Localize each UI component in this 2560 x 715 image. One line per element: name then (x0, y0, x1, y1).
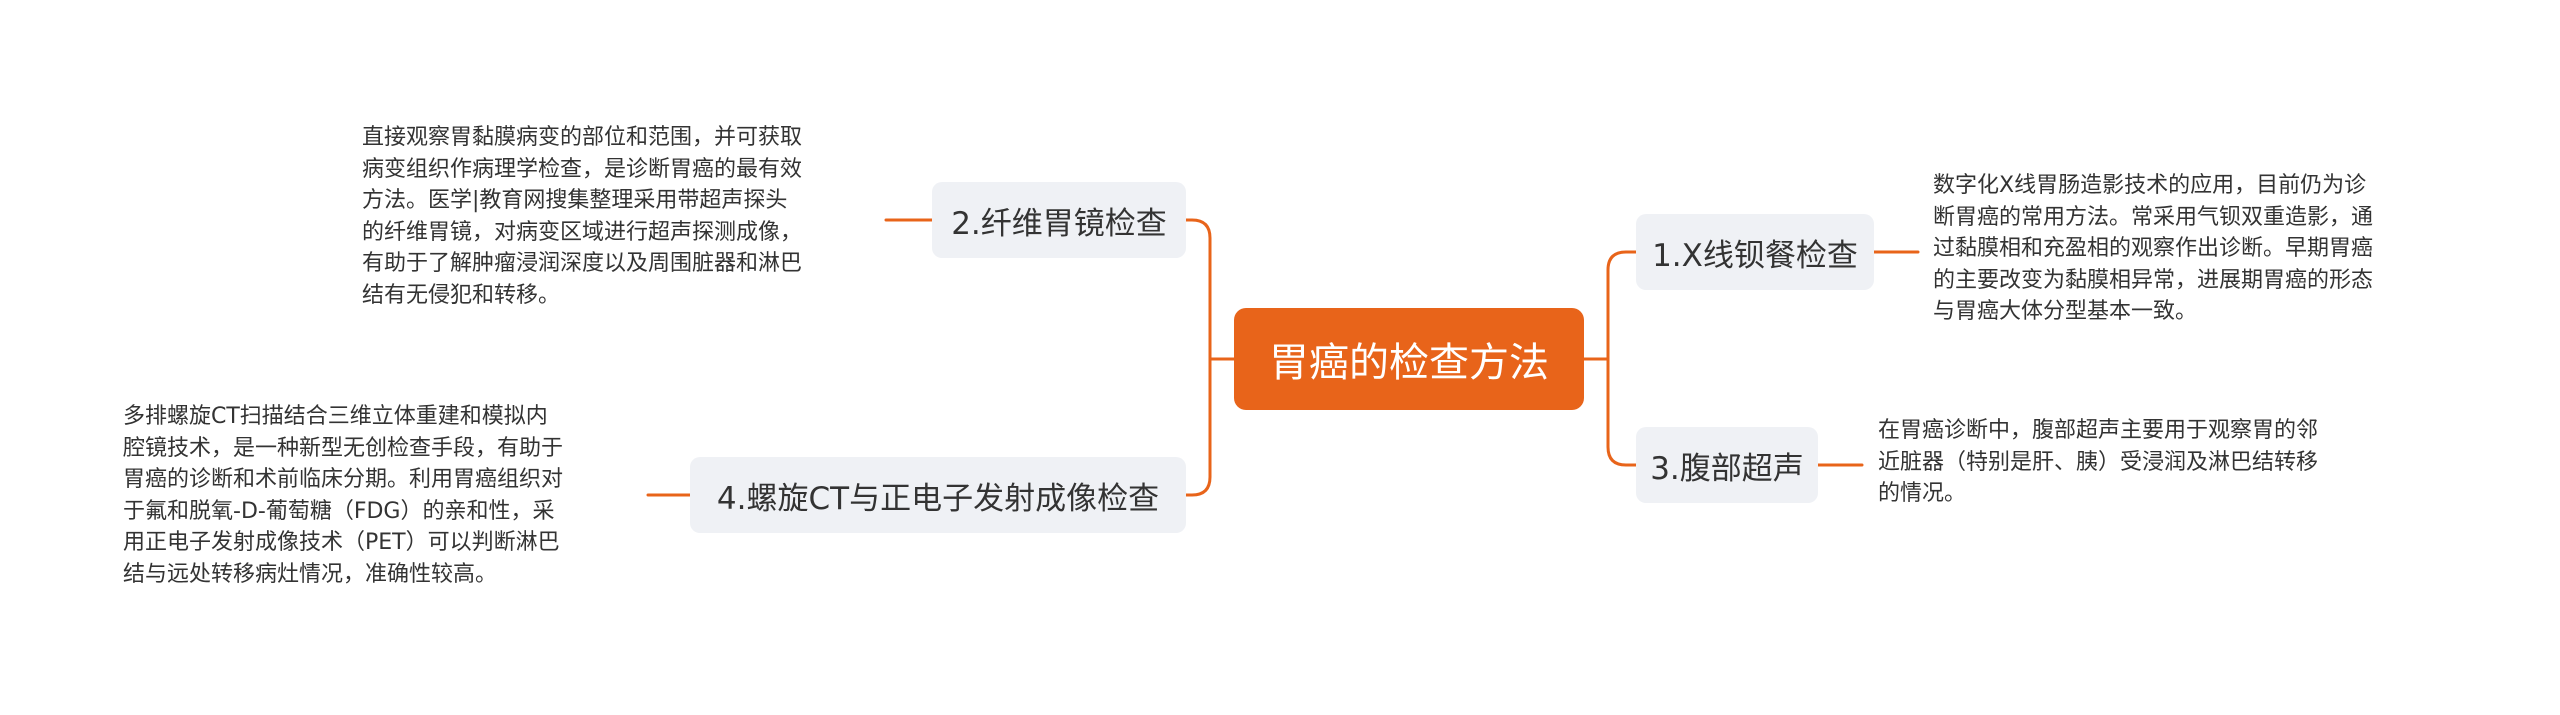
branch-abdominal-ultrasound[interactable]: 3.腹部超声 (1636, 427, 1818, 503)
root-node[interactable]: 胃癌的检查方法 (1234, 308, 1584, 410)
connector-root-to-branch-1 (1606, 250, 1638, 361)
connector-root-to-branch-2 (1184, 218, 1212, 361)
branch-xray-barium[interactable]: 1.X线钡餐检查 (1636, 214, 1874, 290)
connector-root-to-branch-3 (1606, 357, 1638, 467)
detail-fiber-gastroscope: 直接观察胃黏膜病变的部位和范围，并可获取 病变组织作病理学检查，是诊断胃癌的最有… (362, 125, 803, 308)
detail-spiral-ct-pet: 多排螺旋CT扫描结合三维立体重建和模拟内 腔镜技术，是一种新型无创检查手段，有助… (123, 404, 564, 587)
branch-fiber-gastroscope[interactable]: 2.纤维胃镜检查 (932, 182, 1186, 258)
connector-root-to-branch-4 (1184, 357, 1212, 497)
detail-xray-barium: 数字化X线胃肠造影技术的应用，目前仍为诊 断胃癌的常用方法。常采用气钡双重造影，… (1933, 173, 2374, 324)
branch-spiral-ct-pet[interactable]: 4.螺旋CT与正电子发射成像检查 (690, 457, 1186, 533)
detail-abdominal-ultrasound: 在胃癌诊断中，腹部超声主要用于观察胃的邻 近脏器（特别是肝、胰）受浸润及淋巴结转… (1878, 418, 2319, 506)
